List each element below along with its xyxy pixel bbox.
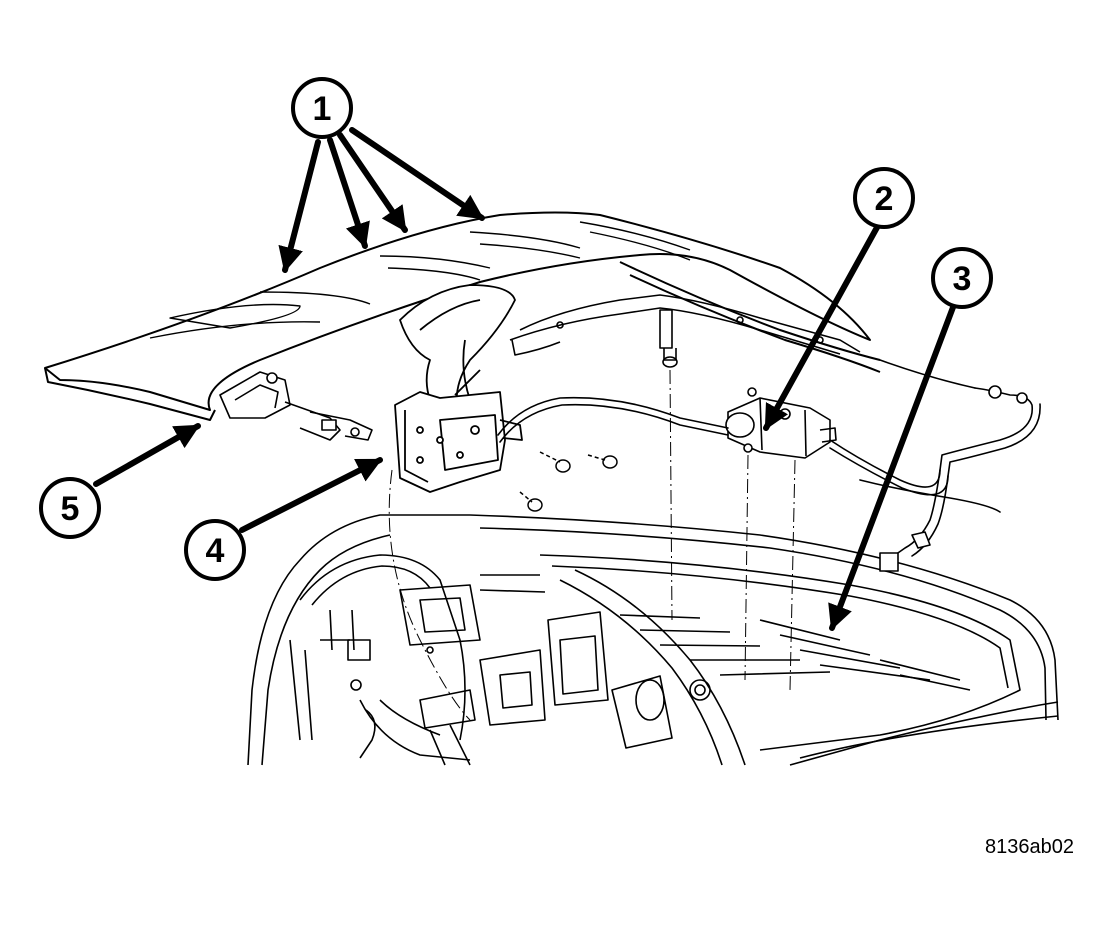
hinge-fasteners bbox=[519, 451, 618, 512]
callout-3-label: 3 bbox=[953, 260, 972, 298]
callout-4-label: 4 bbox=[206, 532, 225, 570]
callout-2: 2 bbox=[853, 167, 915, 229]
cover-latch bbox=[219, 371, 373, 441]
callout-1: 1 bbox=[291, 77, 353, 139]
callout-2-label: 2 bbox=[875, 180, 894, 218]
wiring-harness bbox=[497, 359, 1041, 572]
callout-5-label: 5 bbox=[61, 490, 80, 528]
callout-1-label: 1 bbox=[313, 90, 332, 128]
vehicle-body-structure bbox=[247, 514, 1059, 766]
leader-arrow-1c bbox=[337, 132, 408, 233]
leader-arrow-1d bbox=[349, 127, 485, 221]
cover-frame-rail bbox=[509, 294, 861, 368]
leader-arrow-1a bbox=[278, 139, 321, 273]
top-cover-panel bbox=[44, 211, 881, 421]
callout-5: 5 bbox=[39, 477, 101, 539]
leader-arrow-1b bbox=[327, 137, 370, 249]
leader-arrow-5 bbox=[93, 423, 201, 487]
leader-arrow-3 bbox=[828, 299, 958, 631]
hinge-bracket bbox=[394, 369, 523, 493]
callout-4: 4 bbox=[184, 519, 246, 581]
figure-id: 8136ab02 bbox=[985, 836, 1074, 858]
leader-arrow-2 bbox=[763, 219, 883, 431]
leader-arrows bbox=[93, 127, 958, 631]
leader-arrow-4 bbox=[239, 457, 383, 533]
cover-support-arm bbox=[399, 284, 516, 421]
installation-guide-lines bbox=[388, 369, 796, 721]
callout-3: 3 bbox=[931, 247, 993, 309]
callouts: 1 2 3 4 5 bbox=[39, 77, 993, 581]
